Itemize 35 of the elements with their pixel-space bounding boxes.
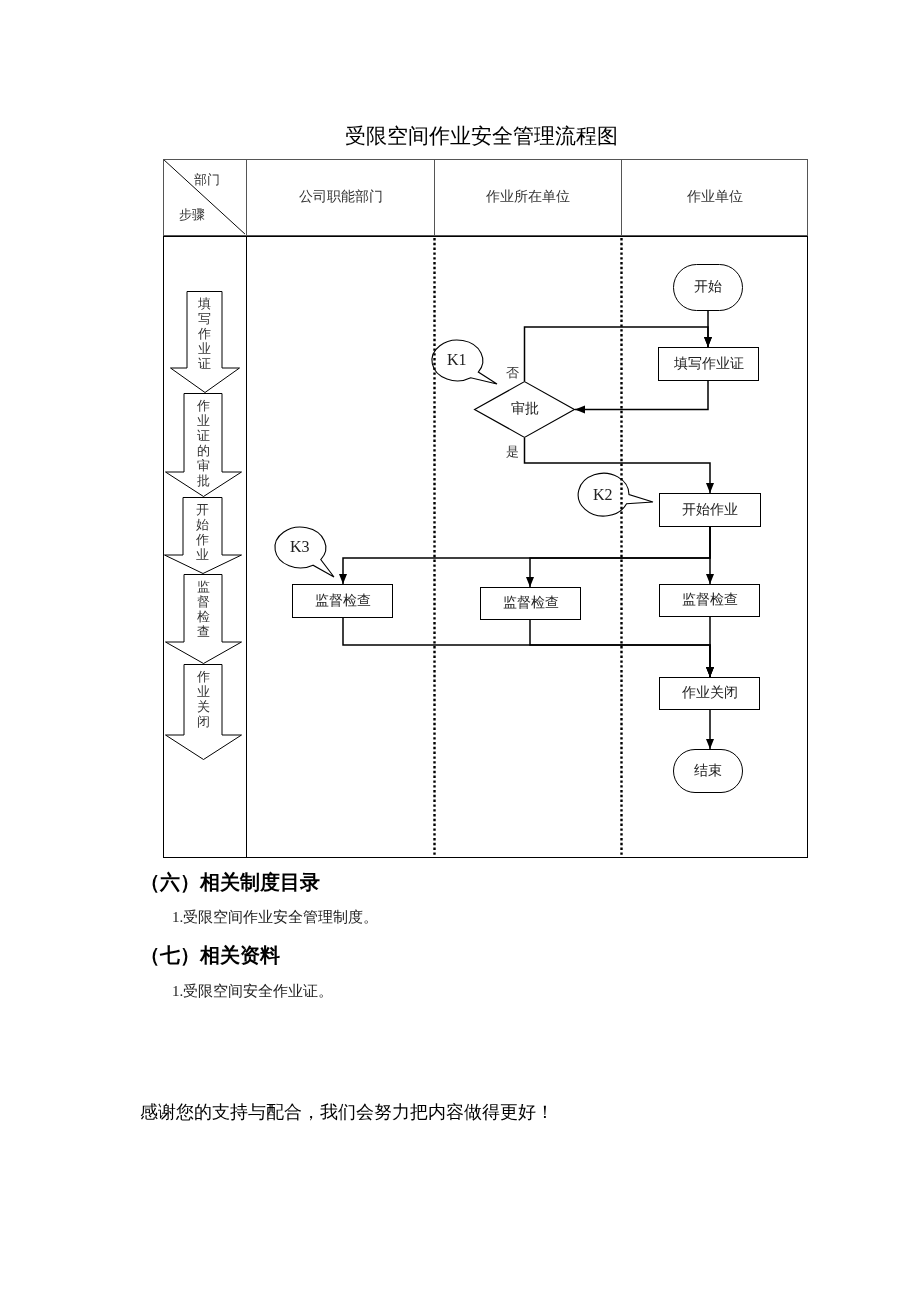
header-cell: 公司职能部门 (246, 159, 435, 236)
edge-label: 是 (506, 445, 519, 459)
diagram-title: 受限空间作业安全管理流程图 (344, 123, 618, 150)
edge-label: 否 (506, 366, 519, 380)
process-box: 填写作业证 (658, 347, 759, 381)
rounded-terminal: 结束 (673, 749, 743, 793)
process-box: 监督检查 (292, 584, 393, 618)
closing-note: 感谢您的支持与配合，我们会努力把内容做得更好！ (140, 1101, 554, 1124)
list-item: 1.受限空间安全作业证。 (172, 982, 334, 1001)
process-box: 监督检查 (659, 584, 760, 617)
arrow (526, 526, 711, 588)
step-block: 作业关闭 (165, 664, 242, 760)
step-block: 监督检查 (165, 574, 242, 664)
callout-bubble: K1 (431, 339, 498, 385)
process-box: 监督检查 (480, 587, 581, 620)
header-cell: 作业单位 (621, 159, 808, 236)
callout-bubble: K3 (274, 526, 335, 578)
decision-diamond: 审批 (474, 381, 575, 438)
arrow (706, 709, 714, 750)
step-block: 填写作业证 (170, 291, 240, 393)
header-cell: 部门 步骤 (163, 159, 247, 236)
list-item: 1.受限空间作业安全管理制度。 (172, 908, 379, 927)
callout-bubble: K2 (577, 472, 654, 518)
process-box: 开始作业 (659, 493, 761, 527)
arrow (574, 380, 709, 414)
arrow (523, 326, 712, 382)
step-block: 开始作业 (164, 497, 242, 574)
step-block: 作业证的审批 (165, 393, 242, 497)
header-cell: 作业所在单位 (434, 159, 622, 236)
section-heading: （七）相关资料 (140, 943, 280, 968)
section-heading: （六）相关制度目录 (140, 870, 320, 895)
rounded-terminal: 开始 (673, 264, 743, 311)
arrow (706, 616, 714, 678)
process-box: 作业关闭 (659, 677, 760, 710)
arrow (523, 437, 714, 494)
